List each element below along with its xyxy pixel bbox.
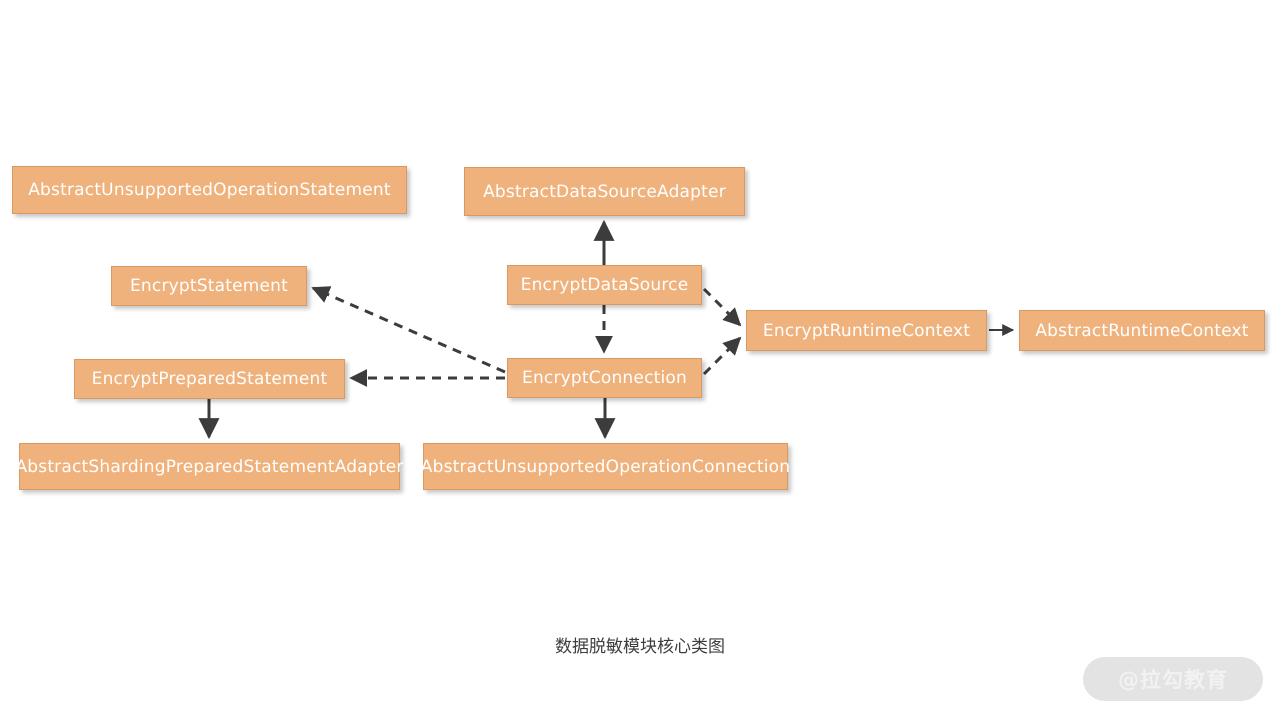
class-node-encrypt-runtime-context[interactable]: EncryptRuntimeContext <box>746 310 987 351</box>
class-node-label: EncryptStatement <box>129 276 289 296</box>
diagram-caption: 数据脱敏模块核心类图 <box>555 637 725 657</box>
class-node-label: AbstractRuntimeContext <box>1035 320 1249 341</box>
class-node-label: AbstractUnsupportedOperationConnection <box>420 456 791 477</box>
class-node-encrypt-statement[interactable]: EncryptStatement <box>111 266 307 306</box>
class-node-label: EncryptPreparedStatement <box>91 369 328 389</box>
class-node-label: EncryptDataSource <box>520 275 689 295</box>
class-node-abstract-unsupported-operation-statement[interactable]: AbstractUnsupportedOperationStatement <box>12 166 407 214</box>
class-node-label: EncryptRuntimeContext <box>762 320 971 341</box>
watermark-badge: @拉勾教育 <box>1083 657 1263 701</box>
class-node-label: AbstractDataSourceAdapter <box>483 181 726 202</box>
class-node-encrypt-prepared-statement[interactable]: EncryptPreparedStatement <box>74 359 345 399</box>
class-node-encrypt-data-source[interactable]: EncryptDataSource <box>507 265 702 305</box>
edge-connection-to-runtime-context <box>702 336 742 376</box>
class-node-abstract-runtime-context[interactable]: AbstractRuntimeContext <box>1019 310 1265 351</box>
class-node-abstract-unsupported-operation-connection[interactable]: AbstractUnsupportedOperationConnection <box>420 443 791 490</box>
edge-datasource-to-runtime-context <box>702 287 742 327</box>
class-node-abstract-sharding-prepared-statement-adapter[interactable]: AbstractShardingPreparedStatementAdapter <box>15 443 403 490</box>
class-node-label: AbstractUnsupportedOperationStatement <box>28 180 391 200</box>
class-node-encrypt-connection[interactable]: EncryptConnection <box>507 358 702 398</box>
class-node-label: AbstractShardingPreparedStatementAdapter <box>15 456 404 477</box>
watermark-label: @拉勾教育 <box>1118 668 1228 692</box>
class-node-abstract-data-source-adapter[interactable]: AbstractDataSourceAdapter <box>464 167 745 216</box>
class-node-label: EncryptConnection <box>522 368 687 388</box>
